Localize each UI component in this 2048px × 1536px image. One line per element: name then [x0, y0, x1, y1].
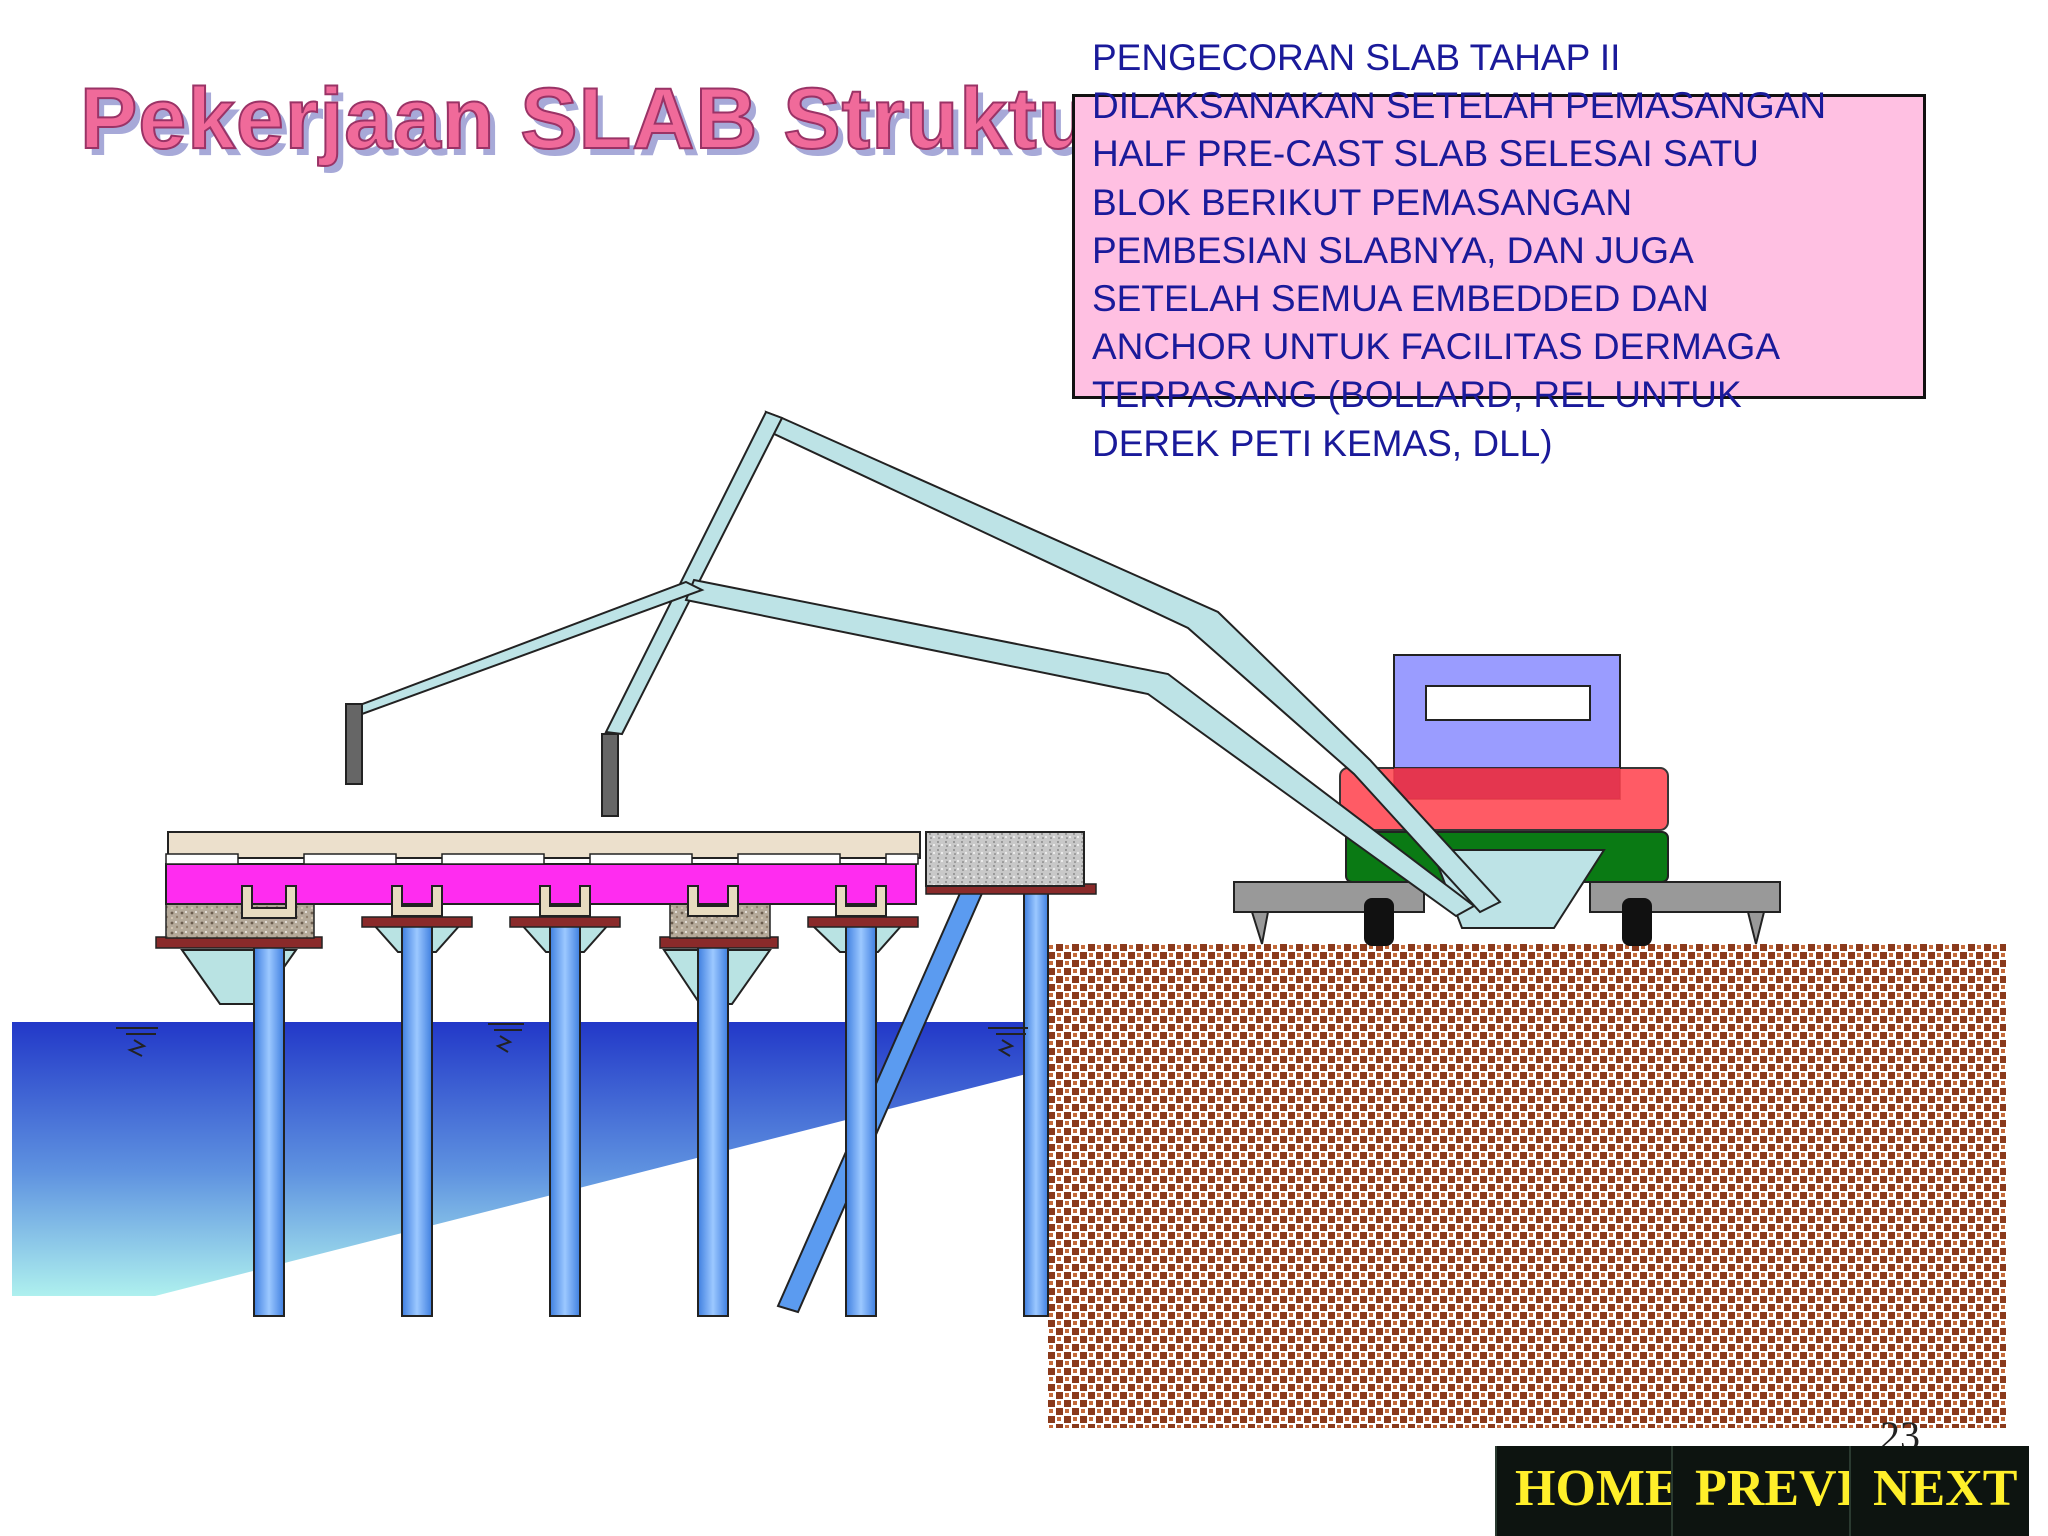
home-button[interactable]: HOME: [1495, 1446, 1680, 1536]
note-line: HALF PRE-CAST SLAB SELESAI SATU: [1092, 133, 1759, 175]
pump-nozzle: [345, 703, 363, 785]
slide-title: Pekerjaan SLAB Struktur: [79, 70, 1126, 168]
outrigger-left: [1233, 881, 1425, 913]
note-text: PENGECORAN SLAB TAHAP II DILAKSANAKAN SE…: [1092, 34, 2022, 468]
note-line: SETELAH SEMUA EMBEDDED DAN: [1092, 278, 1709, 320]
note-line: ANCHOR UNTUK FACILITAS DERMAGA: [1092, 326, 1781, 368]
pump-truck: [1233, 654, 1781, 946]
pile: [401, 867, 433, 1317]
note-line: DILAKSANAKAN SETELAH PEMASANGAN: [1092, 85, 1827, 127]
note-box: [1072, 94, 1926, 399]
land-soil: [1048, 944, 2006, 1428]
boom-arm: [604, 410, 784, 736]
wheel: [1364, 898, 1394, 946]
wheel: [1622, 898, 1652, 946]
previous-button[interactable]: PREVIOUS: [1671, 1446, 1964, 1536]
outrigger-right: [1589, 881, 1781, 913]
boom-lower: [684, 578, 1476, 918]
note-line: PENGECORAN SLAB TAHAP II: [1092, 37, 1621, 78]
pump-boom: [345, 410, 1502, 918]
pile: [1023, 865, 1049, 1317]
next-button[interactable]: NEXT: [1849, 1446, 2029, 1536]
water-level-markers: [116, 1023, 1028, 1057]
pump-nozzle: [601, 733, 619, 817]
note-line: BLOK BERIKUT PEMASANGAN: [1092, 181, 1633, 223]
pile: [845, 867, 877, 1317]
beam-pockets: [241, 885, 887, 919]
boom-upper: [764, 410, 1502, 914]
note-line: DEREK PETI KEMAS, DLL): [1092, 422, 1553, 464]
slab-segments: [165, 853, 919, 865]
outrigger-foot: [1746, 911, 1766, 945]
truck-window: [1425, 685, 1591, 721]
pile: [549, 867, 581, 1317]
note-line: TERPASANG (BOLLARD, REL UNTUK: [1092, 374, 1742, 416]
concrete-block: [925, 831, 1085, 887]
outrigger-foot: [1250, 911, 1270, 945]
note-line: PEMBESIAN SLABNYA, DAN JUGA: [1092, 229, 1694, 271]
